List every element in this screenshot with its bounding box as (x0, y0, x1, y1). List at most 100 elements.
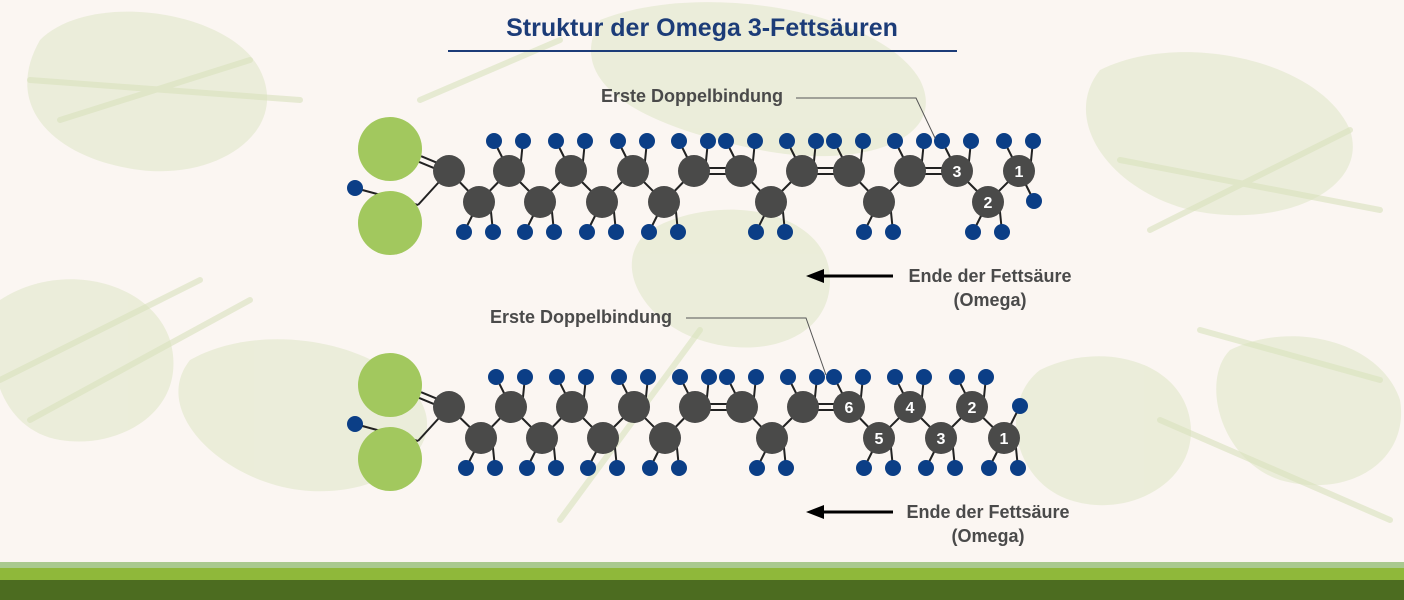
omega-end-label-2-line1: Ende der Fettsäure (906, 502, 1070, 522)
hydrogen-atom (978, 369, 994, 385)
omega-arrow-head (806, 505, 824, 519)
hydrogen-atom (856, 224, 872, 240)
carbon-position-number: 1 (1000, 431, 1009, 448)
carbon-atom (679, 391, 711, 423)
carbon-atom (756, 422, 788, 454)
hydrogen-atom (578, 369, 594, 385)
hydrogen-atom (700, 133, 716, 149)
hydrogen-atom (1010, 460, 1026, 476)
hydrogen-atom (548, 133, 564, 149)
carbon-atom (894, 391, 926, 423)
carbon-position-number: 5 (875, 431, 884, 448)
hydrogen-atom (347, 180, 363, 196)
carbon-position-number: 1 (1015, 164, 1024, 181)
hydrogen-atom (1012, 398, 1028, 414)
carbon-atom (678, 155, 710, 187)
carbon-atom (648, 186, 680, 218)
oxygen-atom-double-bonded (358, 353, 422, 417)
carbon-atom (972, 186, 1004, 218)
hydrogen-atom (548, 460, 564, 476)
hydrogen-atom (719, 369, 735, 385)
carbon-atom (863, 422, 895, 454)
carbon-atom (863, 186, 895, 218)
carbon-atom (463, 186, 495, 218)
carbon-atom (433, 155, 465, 187)
hydrogen-atom (608, 224, 624, 240)
carbon-position-number: 3 (937, 431, 946, 448)
hydrogen-atom (488, 369, 504, 385)
hydrogen-atom (671, 133, 687, 149)
double-bond-leader-line (796, 97, 936, 139)
hydrogen-atom (963, 133, 979, 149)
oxygen-atom-hydroxyl (358, 427, 422, 491)
hydrogen-atom (347, 416, 363, 432)
carbon-atom (586, 186, 618, 218)
hydrogen-atom (779, 133, 795, 149)
hydrogen-atom (610, 133, 626, 149)
hydrogen-atom (609, 460, 625, 476)
double-bond-leader-line (686, 317, 827, 376)
hydrogen-atom (826, 369, 842, 385)
hydrogen-atom (747, 133, 763, 149)
hydrogen-atom (486, 133, 502, 149)
hydrogen-atom (456, 224, 472, 240)
hydrogen-atom (1025, 133, 1041, 149)
omega-end-label-2-line2: (Omega) (951, 526, 1025, 546)
hydrogen-atom (981, 460, 997, 476)
first-double-bond-label-2: Erste Doppelbindung (490, 307, 672, 327)
hydrogen-atom (916, 133, 932, 149)
carbon-atom (786, 155, 818, 187)
carbon-atom (618, 391, 650, 423)
hydrogen-atom (487, 460, 503, 476)
first-double-bond-label-1: Erste Doppelbindung (601, 86, 783, 106)
hydrogen-atom (579, 224, 595, 240)
hydrogen-atom (485, 224, 501, 240)
hydrogen-atom (517, 224, 533, 240)
carbon-atom (833, 155, 865, 187)
hydrogen-atom (639, 133, 655, 149)
carbon-position-number: 3 (953, 164, 962, 181)
hydrogen-atom (780, 369, 796, 385)
title-underline (448, 50, 957, 52)
hydrogen-atom (916, 369, 932, 385)
hydrogen-atom (748, 224, 764, 240)
hydrogen-atom (517, 369, 533, 385)
omega-end-label-1-line1: Ende der Fettsäure (908, 266, 1072, 286)
carbon-atom (1003, 155, 1035, 187)
carbon-position-number: 2 (968, 400, 977, 417)
omega-arrow-head (806, 269, 824, 283)
hydrogen-atom (826, 133, 842, 149)
carbon-atom (725, 155, 757, 187)
carbon-atom (787, 391, 819, 423)
hydrogen-atom (994, 224, 1010, 240)
page-title: Struktur der Omega 3-Fettsäuren (506, 14, 898, 42)
carbon-atom (493, 155, 525, 187)
hydrogen-atom (885, 224, 901, 240)
hydrogen-atom (887, 133, 903, 149)
hydrogen-atom (670, 224, 686, 240)
hydrogen-atom (640, 369, 656, 385)
hydrogen-atom (458, 460, 474, 476)
carbon-atom (755, 186, 787, 218)
carbon-atom (925, 422, 957, 454)
hydrogen-atom (546, 224, 562, 240)
carbon-position-number: 6 (845, 400, 854, 417)
carbon-atom (587, 422, 619, 454)
carbon-atom (649, 422, 681, 454)
carbon-position-number: 2 (984, 195, 993, 212)
hydrogen-atom (855, 369, 871, 385)
hydrogen-atom (934, 133, 950, 149)
oxygen-atom-hydroxyl (358, 191, 422, 255)
carbon-atom (726, 391, 758, 423)
omega-end-label-1-line2: (Omega) (953, 290, 1027, 310)
footer-stripe-mid (0, 568, 1404, 580)
hydrogen-atom (671, 460, 687, 476)
carbon-position-number: 4 (906, 400, 915, 417)
carbon-atom (894, 155, 926, 187)
omega-end-label-1: Ende der Fettsäure (Omega) (890, 264, 1090, 312)
hydrogen-atom (808, 133, 824, 149)
hydrogen-atom (1026, 193, 1042, 209)
carbon-atom (555, 155, 587, 187)
